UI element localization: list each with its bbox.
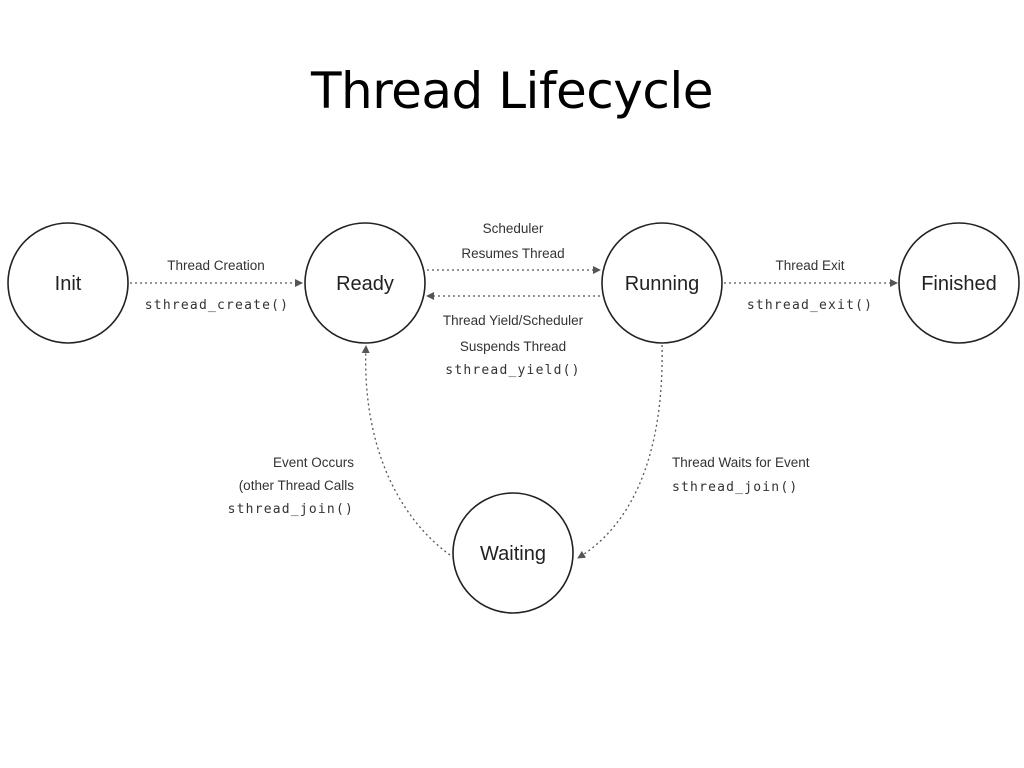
wait-code: sthread_join() (672, 480, 798, 495)
state-finished-circle (898, 222, 1020, 344)
state-waiting-circle (452, 492, 574, 614)
state-init: Init (7, 222, 129, 344)
yield-label-line-1: Thread Yield/Scheduler (443, 313, 584, 328)
event-label-line-2: (other Thread Calls (239, 478, 355, 493)
state-running: Running (601, 222, 723, 344)
state-finished: Finished (898, 222, 1020, 344)
yield-label-line-2: Suspends Thread (460, 339, 566, 354)
edge-waiting-to-ready (361, 345, 451, 556)
event-code: sthread_join() (228, 502, 354, 517)
event-label-line-1: Event Occurs (273, 455, 354, 470)
creation-code: sthread_create() (145, 298, 289, 313)
resume-label-line-2: Resumes Thread (461, 246, 564, 261)
state-running-circle (601, 222, 723, 344)
state-ready: Ready (304, 222, 426, 344)
exit-label: Thread Exit (775, 258, 844, 273)
state-waiting-label: Waiting (480, 543, 546, 565)
creation-label: Thread Creation (167, 258, 265, 273)
edge-running-to-waiting (577, 344, 663, 559)
state-waiting: Waiting (452, 492, 574, 614)
state-finished-label: Finished (921, 273, 997, 295)
resume-label-line-1: Scheduler (483, 221, 544, 236)
state-init-circle (7, 222, 129, 344)
wait-label: Thread Waits for Event (672, 455, 810, 470)
yield-code: sthread_yield() (445, 363, 580, 378)
state-running-label: Running (625, 273, 700, 295)
state-init-label: Init (55, 273, 82, 295)
slide-title: Thread Lifecycle (310, 62, 714, 120)
exit-code: sthread_exit() (747, 298, 873, 313)
state-ready-circle (304, 222, 426, 344)
state-ready-label: Ready (336, 273, 394, 295)
